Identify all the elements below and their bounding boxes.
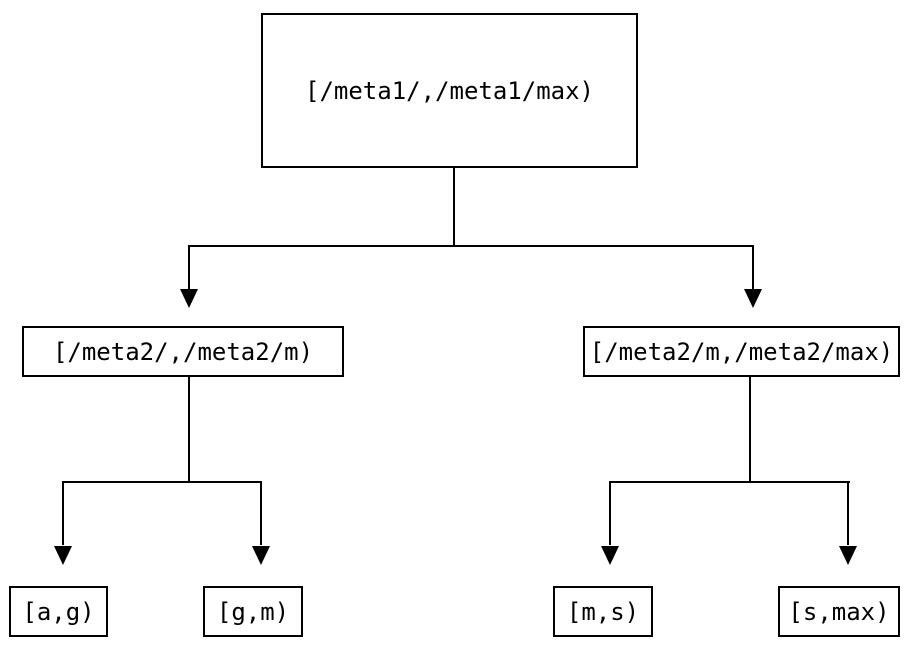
- node-root-interval: [/meta1/,/meta1/max): [261, 13, 638, 168]
- edge-root-trunk-line: [453, 168, 455, 247]
- edge-mid-right-trunk-line: [749, 377, 751, 483]
- arrowhead-down-icon: [252, 546, 270, 565]
- node-leaf-m-s: [m,s): [553, 586, 653, 637]
- edge-root-to-mid-right-line: [752, 245, 754, 290]
- edge-mid-right-branch-bar-line: [609, 481, 850, 483]
- edge-mid-left-branch-bar-line: [62, 481, 262, 483]
- arrowhead-down-icon: [180, 289, 198, 308]
- node-leaf-a-g: [a,g): [9, 586, 108, 637]
- arrowhead-down-icon: [54, 546, 72, 565]
- node-leaf-s-max: [s,max): [778, 586, 900, 637]
- edge-mid-left-to-leaf-gm-line: [260, 481, 262, 545]
- edge-root-branch-bar-line: [188, 245, 754, 247]
- node-mid-right-interval: [/meta2/m,/meta2/max): [583, 326, 900, 377]
- arrowhead-down-icon: [744, 289, 762, 308]
- node-mid-left-interval: [/meta2/,/meta2/m): [22, 326, 344, 377]
- arrowhead-down-icon: [601, 546, 619, 565]
- edge-mid-left-trunk-line: [188, 377, 190, 483]
- edge-mid-right-to-leaf-smax-line: [847, 481, 849, 545]
- edge-root-to-mid-left-line: [188, 245, 190, 290]
- node-leaf-g-m: [g,m): [203, 586, 303, 637]
- arrowhead-down-icon: [839, 546, 857, 565]
- edge-mid-right-to-leaf-ms-line: [609, 481, 611, 545]
- edge-mid-left-to-leaf-ag-line: [62, 481, 64, 545]
